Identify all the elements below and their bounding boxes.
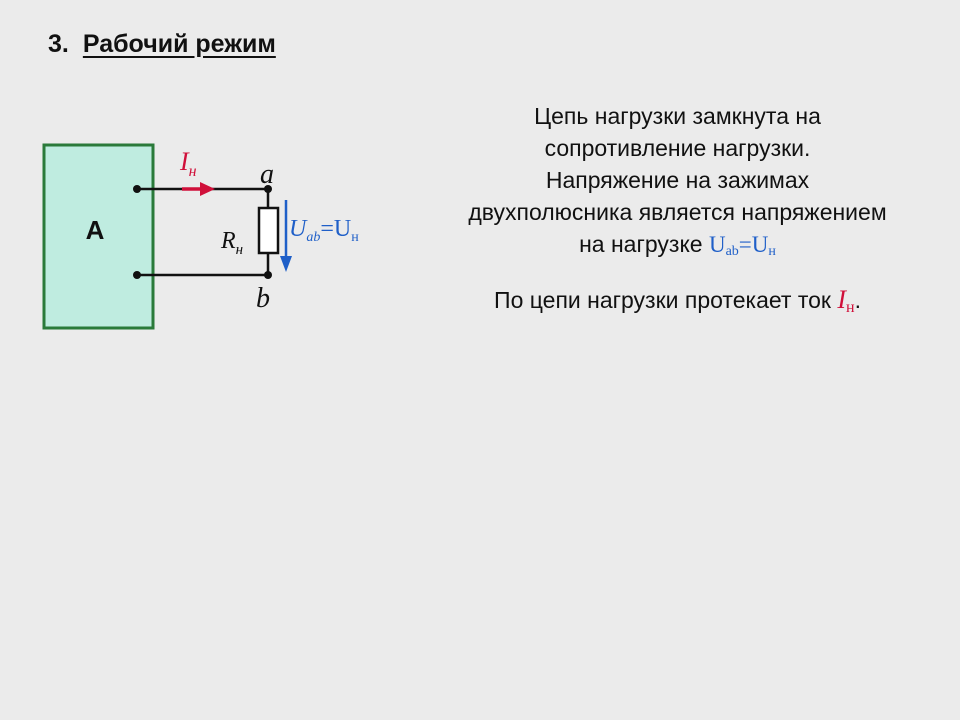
description-block: Цепь нагрузки замкнута на сопротивление … xyxy=(405,100,950,324)
desc-line-1: Цепь нагрузки замкнута на xyxy=(534,103,821,129)
heading-title: Рабочий режим xyxy=(82,30,276,58)
network-box xyxy=(42,143,155,330)
current-arrow-head xyxy=(200,182,215,196)
node-b-dot xyxy=(264,271,272,279)
load-resistor xyxy=(257,206,280,255)
desc-line-6-end: . xyxy=(854,287,861,313)
voltage-arrow-head xyxy=(280,256,292,272)
desc-line-5: на нагрузке Uab=Uн xyxy=(405,228,950,268)
desc-line-3: Напряжение на зажимах xyxy=(545,167,810,193)
network-box-label: A xyxy=(86,215,105,245)
desc-voltage-formula: Uab=Uн xyxy=(708,232,776,259)
desc-line-2: сопротивление нагрузки. xyxy=(544,135,811,161)
current-label: Iн xyxy=(179,147,197,180)
node-a-label: a xyxy=(260,159,274,190)
node-a-dot xyxy=(264,185,272,193)
resistor-label: Rн xyxy=(220,228,243,258)
desc-line-4: двухполюсника является напряжением xyxy=(468,199,887,225)
desc-line-6: По цепи нагрузки протекает ток Iн. xyxy=(405,284,950,324)
desc-line-5-text: на нагрузке xyxy=(579,231,709,257)
desc-line-6-text: По цепи нагрузки протекает ток xyxy=(494,287,838,313)
terminal-top xyxy=(133,185,141,193)
voltage-label: Uab=Uн xyxy=(289,216,359,245)
slide-heading: 3. Рабочий режим xyxy=(48,30,276,59)
desc-current-symbol: Iн xyxy=(837,285,855,316)
terminal-bottom xyxy=(133,271,141,279)
heading-number: 3. xyxy=(48,30,69,58)
node-b-label: b xyxy=(256,283,270,314)
circuit-diagram: A Iн a b Rн Uab=Uн xyxy=(42,143,359,330)
